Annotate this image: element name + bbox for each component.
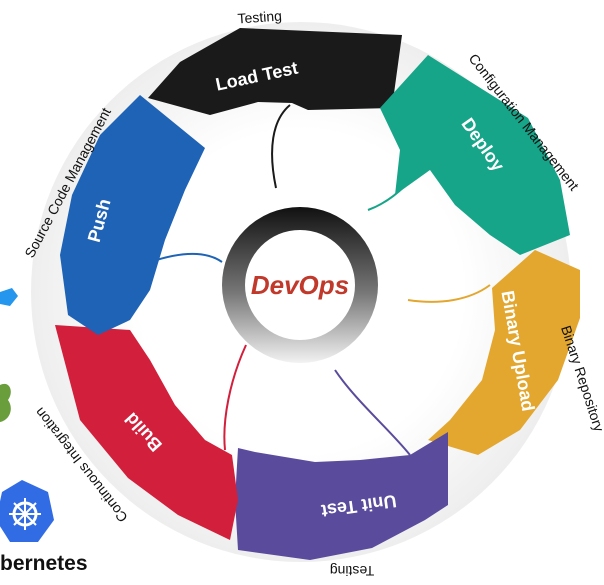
- unit-test-arrow: [235, 432, 448, 560]
- kubernetes-logo-text: bernetes: [0, 552, 88, 575]
- jenkins-logo-fragment-icon: [0, 383, 11, 422]
- testing-bottom-label: Testing: [330, 563, 374, 579]
- stage-load-test: Load Test Testing: [148, 7, 402, 115]
- tool-logos: [0, 288, 54, 542]
- binary-repository-label: Binary Repository: [558, 323, 604, 433]
- push-arrow: [60, 95, 205, 335]
- stage-unit-test: Unit Test Testing: [235, 432, 448, 579]
- load-test-arrow: [148, 28, 402, 115]
- center-core: [245, 230, 355, 340]
- deploy-arrow: [380, 55, 570, 255]
- devops-center-label: DevOps: [251, 270, 349, 300]
- devops-center: DevOps: [222, 207, 378, 363]
- testing-top-label: Testing: [237, 7, 282, 26]
- build-arrow: [55, 325, 238, 540]
- docker-logo-fragment-icon: [0, 288, 18, 306]
- binary-upload-arrow: [428, 250, 580, 455]
- kubernetes-logo-icon: [0, 480, 54, 542]
